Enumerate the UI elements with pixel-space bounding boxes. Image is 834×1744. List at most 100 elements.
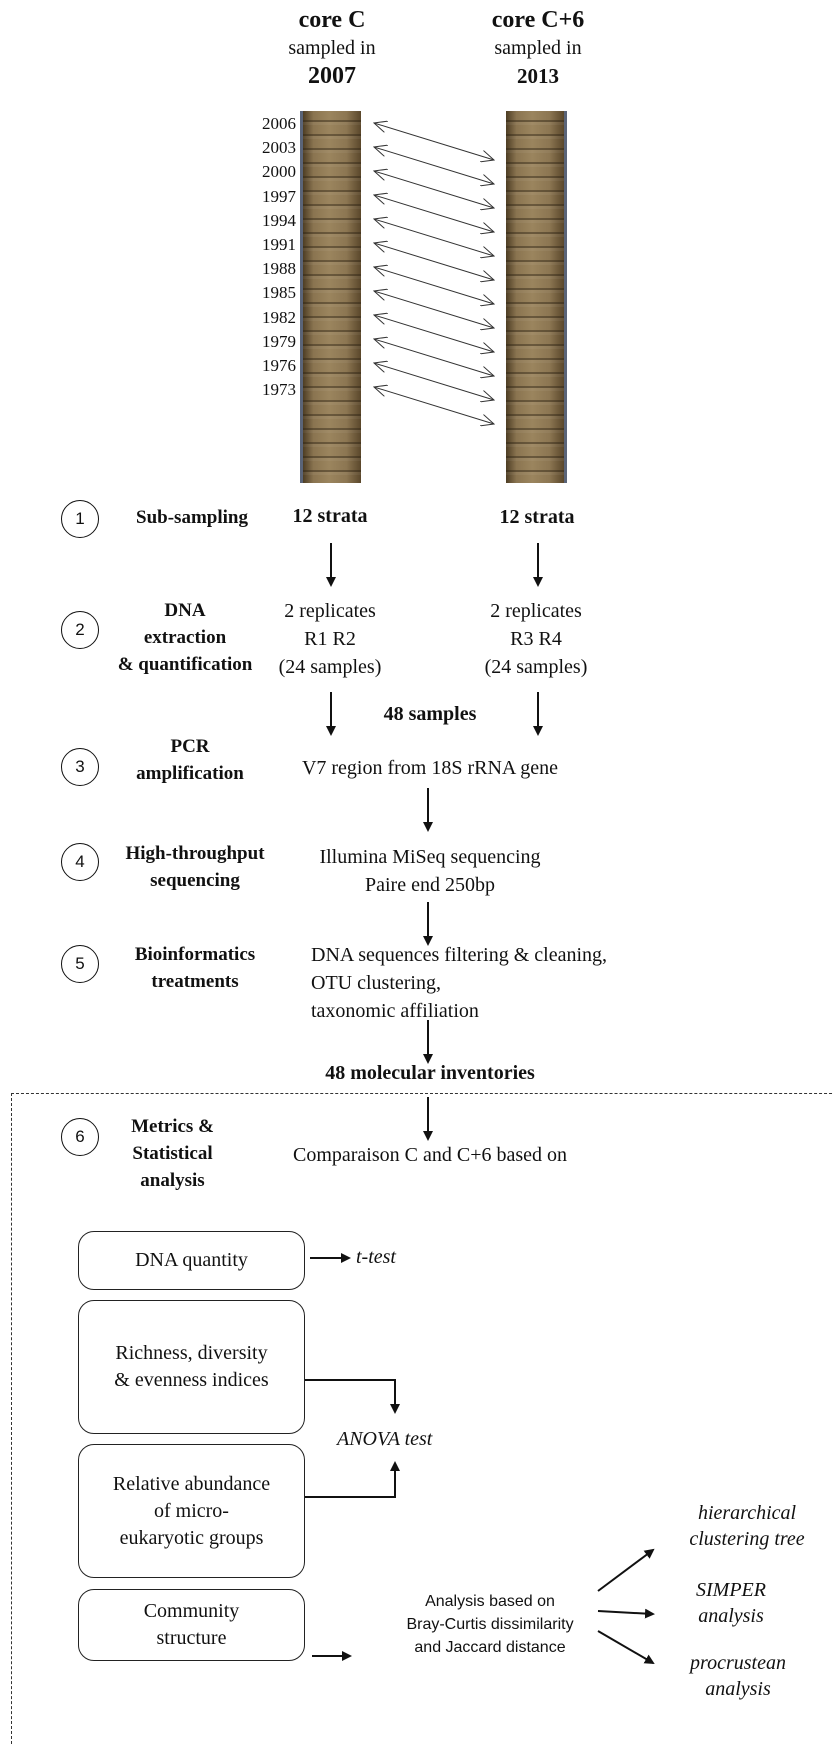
- layer-year: 1997: [262, 186, 296, 206]
- t-test-label: t-test: [356, 1246, 396, 1268]
- layer-year: 2006: [262, 114, 296, 133]
- step-4-badge: 4: [61, 843, 99, 881]
- arrow-analysis-to-procrustean: [597, 1630, 655, 1665]
- procrustean-line: procrustean: [690, 1652, 786, 1674]
- correlation-arrow: [374, 387, 494, 424]
- arrow-abundance-to-anova: [305, 1461, 400, 1498]
- simper-line: analysis: [698, 1605, 764, 1627]
- step-4-label-line: sequencing: [150, 870, 240, 891]
- core-c6-sampled-text: sampled in: [494, 37, 582, 59]
- layer-year: 1976: [262, 356, 296, 376]
- correlation-arrow: [374, 291, 494, 328]
- step-3-label-line: PCR: [170, 736, 210, 757]
- core-c6-year: 2013: [517, 64, 559, 88]
- richness-label-line: Richness, diversity: [115, 1342, 268, 1364]
- core-c-header: core C sampled in 2007: [262, 5, 402, 91]
- community-structure-box: Community structure: [78, 1589, 305, 1661]
- replicates-right-line: (24 samples): [484, 656, 588, 678]
- correlation-arrow: [374, 267, 494, 304]
- analysis-based-text: Analysis based on Bray-Curtis dissimilar…: [380, 1590, 600, 1659]
- layer-year: 2000: [262, 162, 296, 182]
- dna-quantity-box: DNA quantity: [78, 1231, 305, 1290]
- layer-correlation-arrows: [374, 123, 494, 424]
- simper-line: SIMPER: [696, 1579, 766, 1601]
- step-6-label-line: Metrics &: [131, 1116, 214, 1137]
- step-5-label: Bioinformatics treatments: [105, 941, 285, 995]
- relative-abundance-label-line: Relative abundance: [112, 1472, 271, 1495]
- correlation-arrow: [374, 315, 494, 352]
- step-6-label-line: Statistical: [132, 1143, 213, 1164]
- replicates-left-line: R1 R2: [304, 628, 356, 650]
- core-c-sampled-text: sampled in: [288, 37, 376, 59]
- layer-year: 2003: [262, 138, 296, 158]
- analysis-based-line: and Jaccard distance: [414, 1639, 566, 1656]
- bioinformatics-line: OTU clustering,: [311, 972, 441, 994]
- arrow-richness-to-anova: [305, 1379, 400, 1414]
- core-c6-image: [506, 111, 567, 483]
- layer-year: 1994: [262, 210, 296, 230]
- step-5-badge: 5: [61, 945, 99, 983]
- replicates-right-line: R3 R4: [510, 628, 562, 650]
- simper-analysis-label: SIMPER analysis: [656, 1577, 806, 1629]
- step-2-label-line: & quantification: [117, 654, 253, 675]
- procrustean-analysis-label: procrustean analysis: [663, 1650, 813, 1702]
- molecular-inventories: 48 molecular inventories: [325, 1062, 535, 1084]
- strata-left: 12 strata: [292, 505, 368, 527]
- richness-box: Richness, diversity & evenness indices: [78, 1300, 305, 1434]
- correlation-arrow: [374, 195, 494, 232]
- correlation-arrow: [374, 219, 494, 256]
- hierarchical-line: clustering tree: [689, 1528, 805, 1550]
- community-structure-label-line: Community: [143, 1600, 240, 1622]
- layer-year: 1985: [262, 283, 296, 303]
- layer-year: 1973: [262, 380, 296, 400]
- analysis-based-line: Analysis based on: [425, 1593, 555, 1610]
- layer-year: 1988: [262, 259, 296, 279]
- step-4-label-line: High-throughput: [125, 843, 265, 864]
- hierarchical-clustering-label: hierarchical clustering tree: [672, 1500, 822, 1552]
- bioinformatics-text: DNA sequences filtering & cleaning, OTU …: [311, 941, 671, 1025]
- arrow-analysis-to-simper: [597, 1608, 655, 1619]
- total-samples: 48 samples: [383, 703, 477, 725]
- sequencing-text: Illumina MiSeq sequencing Paire end 250b…: [300, 843, 560, 899]
- analysis-based-line: Bray-Curtis dissimilarity: [406, 1616, 574, 1633]
- correlation-arrow: [374, 171, 494, 208]
- step-2-label: DNA extraction & quantification: [95, 597, 275, 678]
- metrics-section-frame: [11, 1093, 834, 1744]
- step-1-label: Sub-sampling: [136, 507, 248, 528]
- replicates-left: 2 replicates R1 R2 (24 samples): [260, 597, 400, 681]
- correlation-arrow: [374, 123, 494, 160]
- procrustean-line: analysis: [705, 1678, 771, 1700]
- community-structure-label-line: structure: [156, 1627, 227, 1649]
- pcr-region-text: V7 region from 18S rRNA gene: [301, 757, 559, 779]
- arrow-analysis-to-hierarchical: [597, 1548, 655, 1592]
- replicates-right: 2 replicates R3 R4 (24 samples): [466, 597, 606, 681]
- sequencing-line: Illumina MiSeq sequencing: [319, 846, 541, 868]
- step-3-label-line: amplification: [136, 763, 244, 784]
- correlation-arrow: [374, 363, 494, 400]
- step-2-badge: 2: [61, 611, 99, 649]
- comparison-text: Comparaison C and C+6 based on: [292, 1144, 568, 1166]
- step-2-label-line: extraction: [143, 627, 227, 648]
- strata-right: 12 strata: [499, 506, 575, 528]
- step-3-label: PCR amplification: [105, 733, 275, 787]
- step-3-badge: 3: [61, 748, 99, 786]
- dna-quantity-label: DNA quantity: [135, 1249, 248, 1271]
- sequencing-line: Paire end 250bp: [365, 874, 495, 896]
- replicates-right-line: 2 replicates: [490, 600, 582, 622]
- step-5-label-line: treatments: [151, 971, 239, 992]
- core-c-image: [300, 111, 361, 483]
- relative-abundance-label-line: eukaryotic groups: [119, 1526, 264, 1549]
- replicates-left-line: (24 samples): [278, 656, 382, 678]
- step-1-badge: 1: [61, 500, 99, 538]
- hierarchical-line: hierarchical: [697, 1502, 797, 1524]
- step-5-label-line: Bioinformatics: [134, 944, 256, 965]
- layer-year: 1991: [262, 235, 296, 255]
- layer-year-labels: 2006 2003 2000 1997 1994 1991 1988 1985 …: [236, 112, 296, 402]
- replicates-left-line: 2 replicates: [284, 600, 376, 622]
- relative-abundance-label-line: of micro-: [154, 1499, 229, 1522]
- step-4-label: High-throughput sequencing: [100, 840, 290, 894]
- core-c-name: core C: [298, 7, 366, 33]
- relative-abundance-box: Relative abundance of micro- eukaryotic …: [78, 1444, 305, 1578]
- bioinformatics-line: taxonomic affiliation: [311, 1000, 479, 1022]
